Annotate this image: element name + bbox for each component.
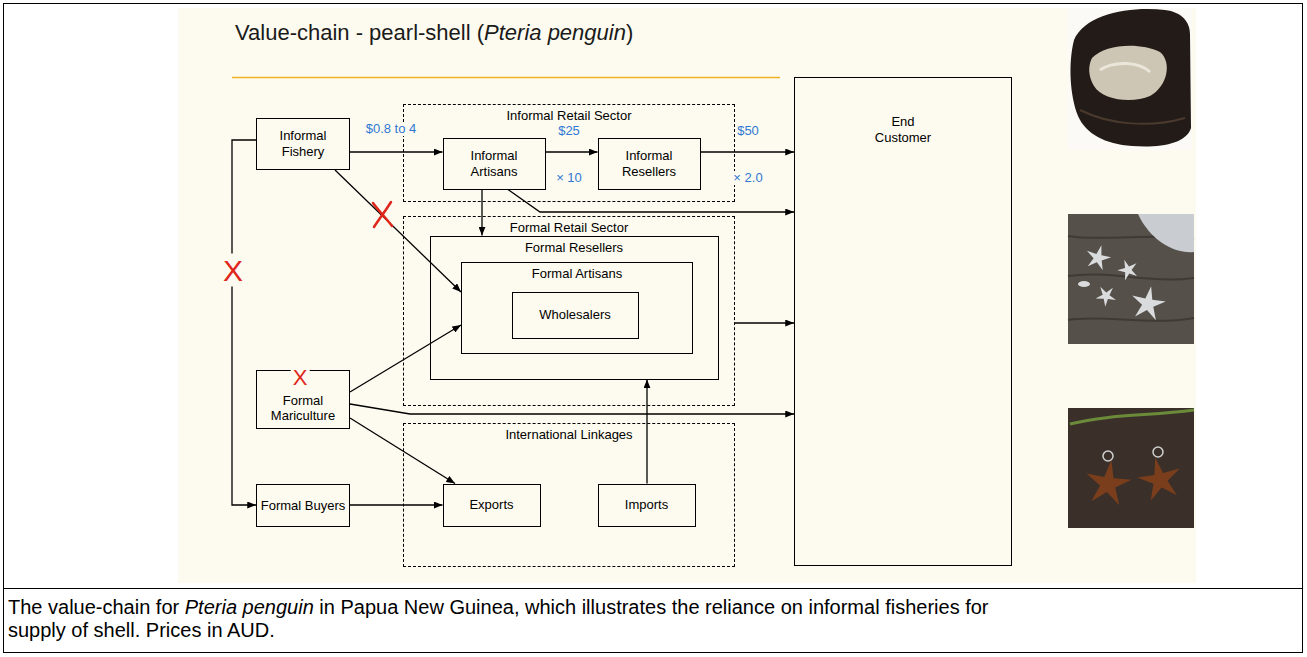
- blocked-cross: [373, 202, 392, 227]
- node-label: End Customer: [868, 114, 938, 145]
- star-earring: [1083, 457, 1134, 506]
- star-cutout: [1083, 242, 1113, 272]
- node-label: Formal Mariculture: [260, 393, 346, 424]
- earring-hook: [1103, 451, 1113, 461]
- star-cutout: [1093, 281, 1121, 309]
- node-label: Informal Resellers: [602, 148, 697, 179]
- flow-arrow: [546, 151, 598, 152]
- trade-box: Exports: [443, 484, 541, 527]
- grass-blade: [1070, 410, 1194, 424]
- node-label: Imports: [625, 497, 668, 513]
- flow-arrow: [701, 151, 795, 152]
- star-earring: [1134, 453, 1185, 502]
- shell-ridge: [1080, 110, 1185, 124]
- earring-hook: [1153, 447, 1163, 457]
- flow-arrow: [735, 322, 794, 323]
- silver-shell: [1138, 214, 1194, 252]
- source-box: Informal Fishery: [256, 118, 350, 170]
- slide-background: [178, 8, 1196, 583]
- sector-group: Formal Retail SectorFormal ResellersForm…: [403, 216, 735, 406]
- price-text: $50: [735, 124, 761, 138]
- node-label: Wholesalers: [539, 307, 611, 323]
- figure-caption: The value-chain for Pteria penguin in Pa…: [8, 596, 1048, 642]
- actor-box: Formal ArtisansWholesalers: [461, 262, 693, 354]
- node-label: Informal Artisans: [447, 148, 542, 179]
- flow-arrow: [508, 190, 794, 213]
- photo-ground: [1068, 214, 1194, 344]
- price-label: $50: [735, 121, 761, 139]
- cutout-piece: [1078, 281, 1090, 287]
- flow-arrow: [350, 504, 443, 505]
- price-label: $25: [556, 121, 582, 139]
- node-label: Informal Retail Sector: [404, 108, 734, 124]
- slide-title: Value-chain - pearl-shell (Pteria pengui…: [235, 20, 633, 46]
- figure-frame: [4, 4, 1303, 653]
- photo-ground: [1068, 408, 1194, 528]
- star-cutout: [1115, 256, 1141, 281]
- price-text: $25: [556, 124, 582, 138]
- node-label: Exports: [469, 497, 513, 513]
- sector-group: International LinkagesExports Imports: [403, 423, 735, 567]
- multiplier-label-text: × 10: [554, 171, 584, 185]
- shell-photo: [1068, 8, 1192, 150]
- title-rule: [232, 77, 780, 79]
- multiplier-label: × 2.0: [731, 168, 764, 186]
- flow-arrow: [232, 140, 256, 505]
- node-label: Formal Artisans: [462, 266, 692, 282]
- multiplier-label: × 10: [554, 168, 584, 186]
- shell-nacre: [1089, 46, 1167, 100]
- trade-box: Imports: [598, 484, 696, 527]
- node-label: International Linkages: [404, 427, 734, 443]
- sector-group: Informal Retail SectorInformal Artisans I…: [403, 104, 735, 202]
- actor-box: Formal Buyers: [256, 484, 350, 527]
- price-text: $0.8 to 4: [364, 122, 419, 136]
- carving-photo: [1068, 214, 1194, 344]
- earring-photo: [1068, 408, 1194, 528]
- flow-arrow: [646, 380, 647, 484]
- photo-ground: [1068, 8, 1192, 150]
- node-label: Informal Fishery: [260, 128, 346, 159]
- star-cutout: [1129, 283, 1168, 321]
- actor-box: Informal Artisans: [443, 138, 546, 190]
- price-label: $0.8 to 4: [364, 119, 419, 137]
- caption-divider: [4, 588, 1303, 589]
- customer-box: End Customer: [794, 77, 1012, 566]
- actor-box: Formal ResellersFormal ArtisansWholesale…: [430, 236, 719, 380]
- blocked-mark: X: [221, 254, 245, 287]
- wood-grain: [1068, 236, 1194, 321]
- flow-arrow: [481, 190, 482, 236]
- blocked-mark-text: X: [291, 366, 310, 390]
- node-label: Formal Resellers: [431, 240, 718, 256]
- flow-arrow: [350, 151, 443, 152]
- actor-box: Informal Resellers: [598, 138, 701, 190]
- actor-box: Wholesalers: [512, 292, 639, 339]
- node-label: Formal Retail Sector: [404, 220, 734, 236]
- blocked-mark-text: X: [221, 254, 245, 287]
- nacre-sheen: [1100, 63, 1150, 72]
- node-label: Formal Buyers: [261, 498, 346, 514]
- blocked-mark: X: [291, 366, 310, 390]
- shell-body: [1071, 9, 1191, 146]
- flow-arrow: [350, 325, 461, 392]
- multiplier-label-text: × 2.0: [731, 171, 764, 185]
